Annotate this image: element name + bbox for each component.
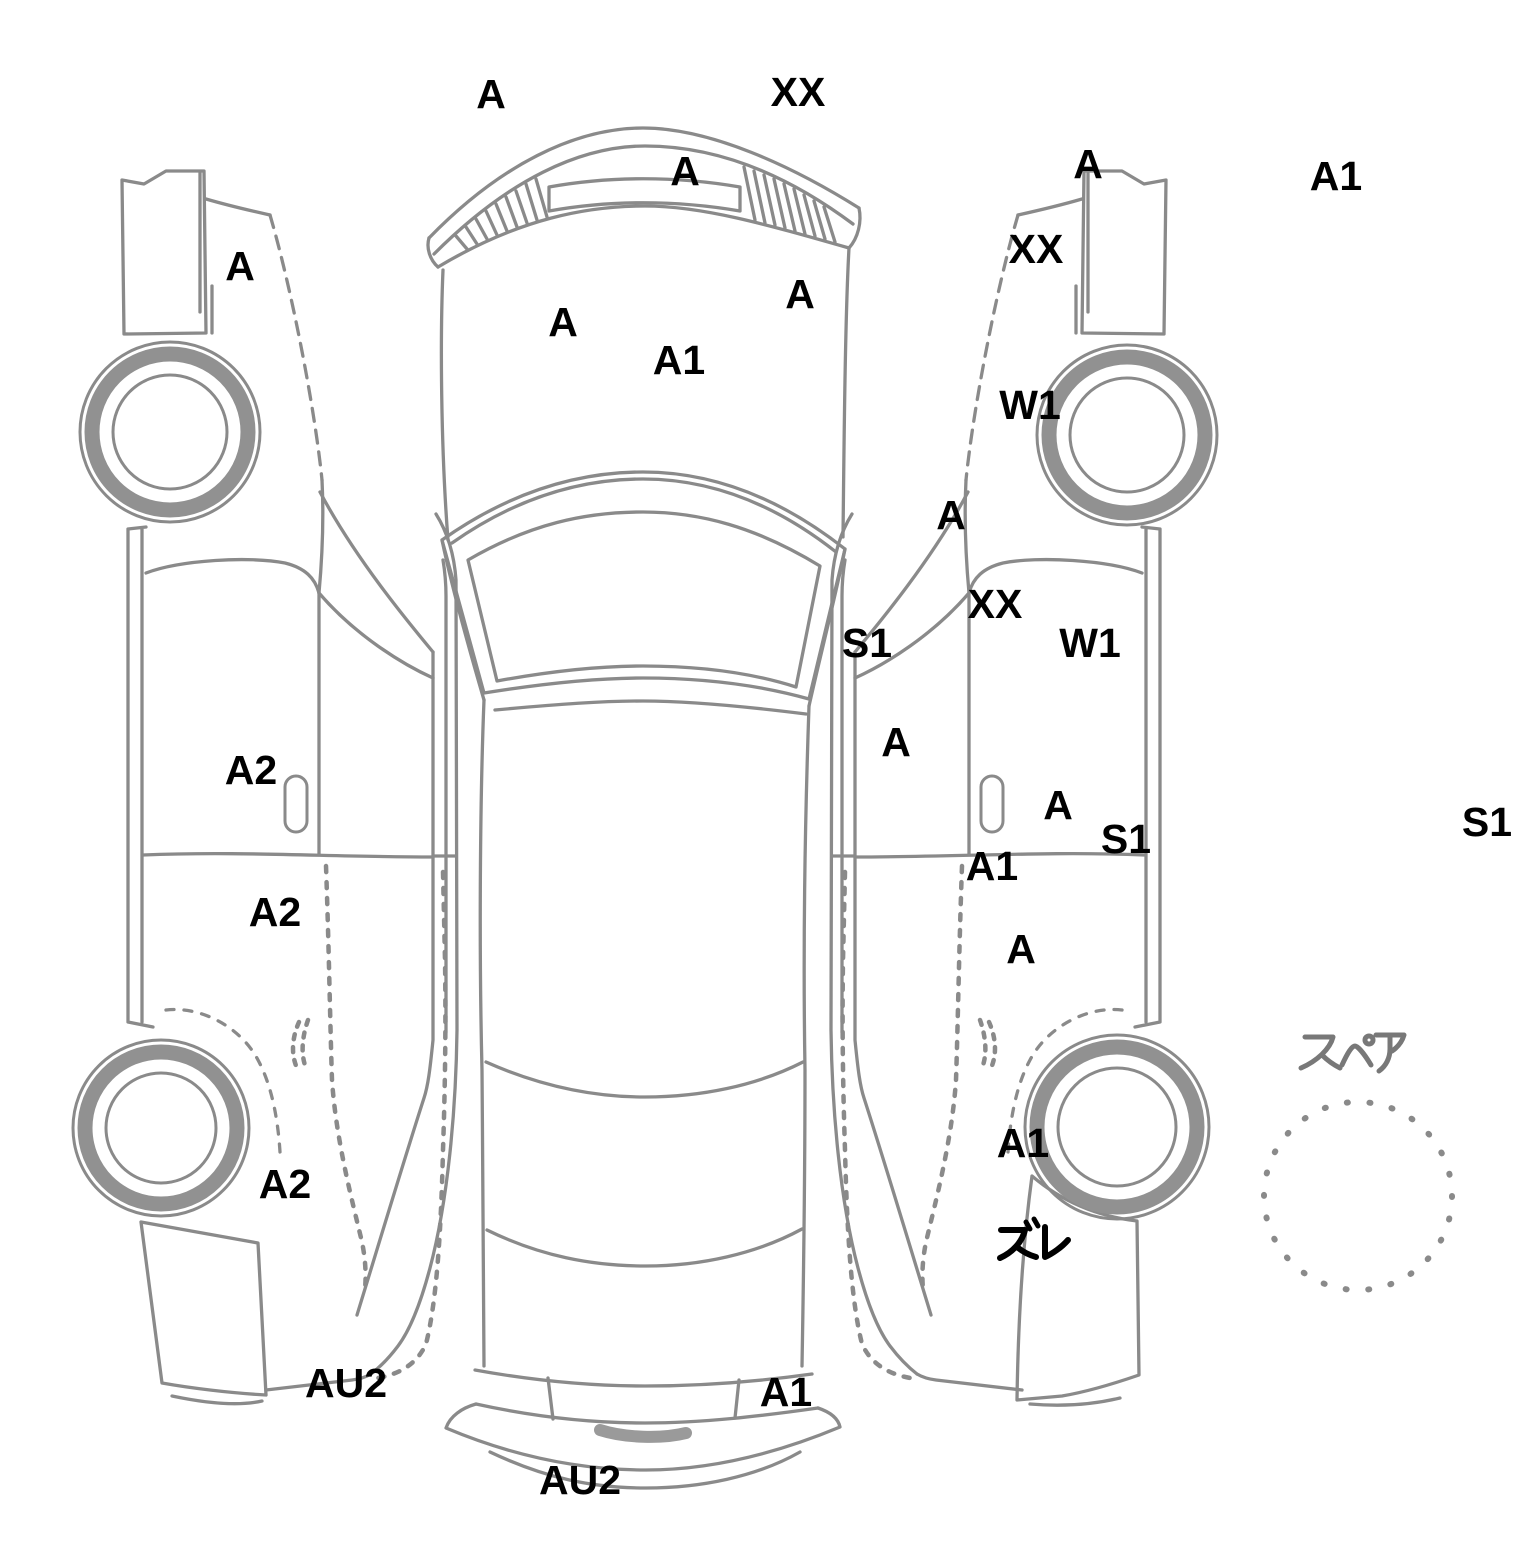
svg-text:XX: XX [771, 69, 826, 115]
svg-text:A1: A1 [653, 337, 705, 383]
svg-text:A: A [670, 148, 700, 194]
svg-text:A: A [936, 492, 966, 538]
svg-text:A1: A1 [966, 843, 1018, 889]
svg-text:A: A [476, 71, 506, 117]
svg-text:A: A [1073, 141, 1103, 187]
svg-text:A: A [225, 243, 255, 289]
svg-text:A1: A1 [997, 1120, 1049, 1166]
svg-text:A1: A1 [760, 1369, 812, 1415]
svg-text:A: A [1043, 782, 1073, 828]
svg-text:A: A [785, 271, 815, 317]
svg-text:S1: S1 [842, 620, 892, 666]
svg-text:A: A [1006, 926, 1036, 972]
svg-text:AU2: AU2 [539, 1457, 621, 1503]
svg-text:AU2: AU2 [305, 1360, 387, 1406]
svg-text:S1: S1 [1462, 799, 1512, 845]
svg-text:A2: A2 [249, 889, 301, 935]
svg-text:A2: A2 [259, 1161, 311, 1207]
svg-text:A: A [548, 299, 578, 345]
svg-text:W1: W1 [999, 382, 1061, 428]
svg-text:A2: A2 [225, 747, 277, 793]
svg-text:XX: XX [968, 581, 1023, 627]
svg-text:A1: A1 [1310, 153, 1362, 199]
svg-text:S1: S1 [1101, 816, 1151, 862]
svg-text:XX: XX [1009, 226, 1064, 272]
svg-text:W1: W1 [1059, 620, 1121, 666]
svg-text:A: A [881, 719, 911, 765]
